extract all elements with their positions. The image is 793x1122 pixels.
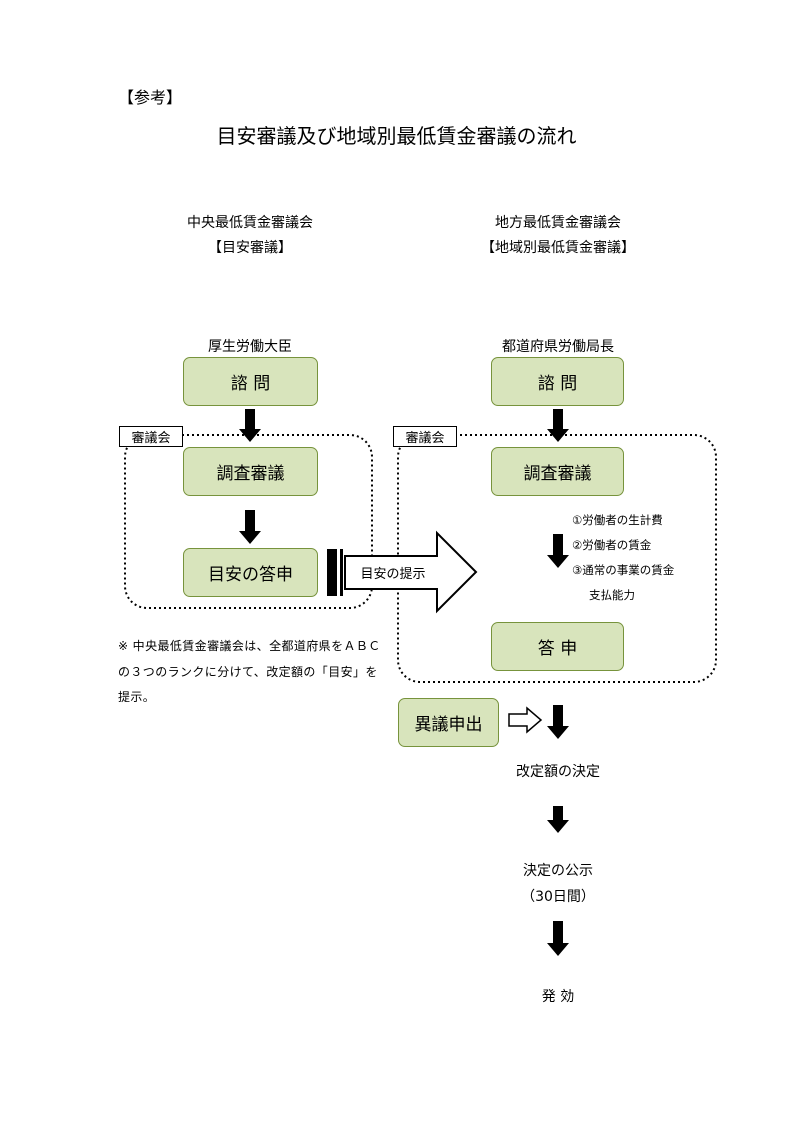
criteria-item: 支払能力 [589, 588, 635, 602]
arrow-down-decision [547, 806, 569, 833]
criteria-item: ③通常の事業の賃金 [572, 563, 675, 577]
local-requester: 都道府県労働局長 [502, 339, 614, 355]
central-council-name: 中央最低賃金審議会 [187, 215, 313, 231]
local-consult-box: 諮 問 [491, 357, 624, 406]
note-line: の３つのランクに分けて、改定額の「目安」を [118, 665, 378, 679]
central-investigation-label: 調査審議 [216, 464, 285, 484]
criteria-item: ①労働者の生計費 [572, 513, 663, 527]
objection-arrow [508, 706, 543, 734]
central-consult-label: 諮 問 [230, 374, 271, 394]
local-investigation-label: 調査審議 [523, 464, 592, 484]
note-line: ※ 中央最低賃金審議会は、全都道府県をＡＢＣ [118, 639, 381, 653]
guideline-arrow-label: 目安の提示 [360, 567, 426, 582]
central-council-tag: 審議会 [119, 426, 183, 447]
central-requester: 厚生労働大臣 [208, 339, 292, 355]
local-council-name: 地方最低賃金審議会 [495, 215, 621, 231]
arrow-down-objection [547, 705, 569, 739]
page-title: 目安審議及び地域別最低賃金審議の流れ [216, 124, 577, 148]
local-consult-label: 諮 問 [537, 374, 578, 394]
local-report-box: 答 申 [491, 622, 624, 671]
objection-box: 異議申出 [398, 698, 499, 747]
central-consult-box: 諮 問 [183, 357, 318, 406]
local-report-label: 答 申 [537, 639, 578, 659]
guideline-arrow-bar [327, 549, 337, 596]
objection-label: 異議申出 [414, 715, 483, 735]
central-council-subtitle: 【目安審議】 [208, 240, 292, 256]
guideline-arrow [344, 530, 478, 614]
effect-step: 発 効 [541, 989, 575, 1005]
announcement-step: 決定の公示 [523, 863, 593, 879]
central-report-box: 目安の答申 [183, 548, 318, 597]
arrow-down-local-2 [547, 534, 569, 568]
arrow-down-announcement [547, 921, 569, 956]
arrow-down-central-1 [239, 409, 261, 442]
announcement-period: （30日間） [521, 889, 595, 905]
local-council-tag: 審議会 [393, 426, 457, 447]
note-line: 提示。 [118, 690, 156, 704]
arrow-down-local-1 [547, 409, 569, 442]
reference-label: 【参考】 [118, 88, 183, 107]
decision-step: 改定額の決定 [516, 764, 600, 780]
local-council-subtitle: 【地域別最低賃金審議】 [481, 240, 635, 256]
arrow-down-central-2 [239, 510, 261, 544]
guideline-arrow-stripe [340, 549, 343, 596]
local-investigation-box: 調査審議 [491, 447, 624, 496]
criteria-item: ②労働者の賃金 [572, 538, 652, 552]
central-investigation-box: 調査審議 [183, 447, 318, 496]
central-report-label: 目安の答申 [208, 565, 293, 585]
